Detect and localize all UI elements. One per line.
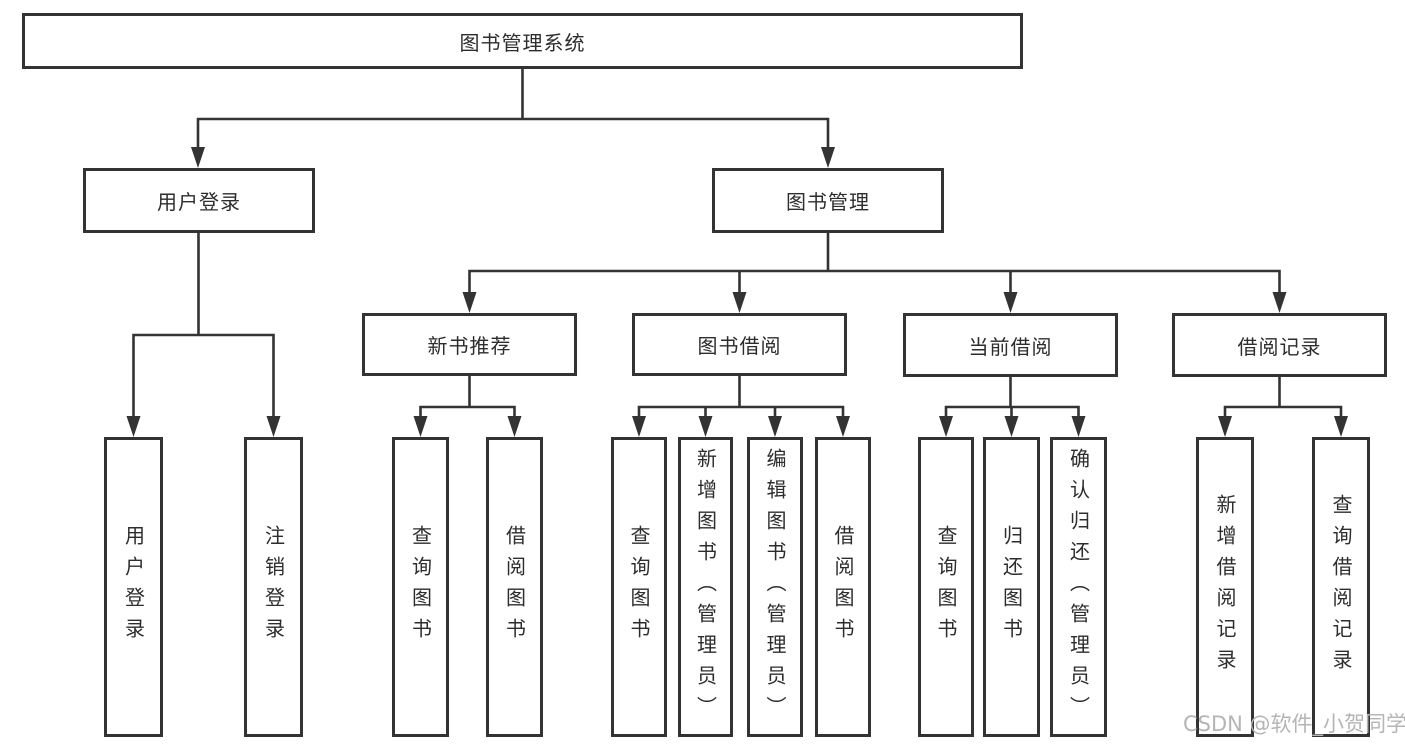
node-root: 图书管理系统 [22,13,1023,69]
arrow-icon [191,147,205,168]
leaf-query-borrow-record: 查询借阅记录 [1312,437,1370,737]
arrow-icon [126,416,141,437]
arrow-icon [1004,416,1019,437]
node-book-management: 图书管理 [712,168,944,233]
leaf-label: 借阅图书 [831,525,855,649]
leaf-logout-login: 注销登录 [244,437,303,737]
arrow-icon [1272,292,1287,313]
csdn-watermark: CSDN @软件_小贺同学 [1183,712,1405,736]
node-user-login: 用户登录 [83,168,315,233]
leaf-label: 用户登录 [121,525,146,649]
leaf-return-books: 归还图书 [983,437,1040,737]
leaf-confirm-return-admin: 确认归还（管理员） [1050,437,1107,737]
arrow-icon [821,147,835,168]
leaf-borrow-books-borrow: 借阅图书 [815,437,871,737]
arrow-icon [836,416,850,437]
node-borrow-records: 借阅记录 [1172,313,1387,377]
leaf-query-books-borrow: 查询图书 [611,437,667,737]
arrow-icon [1071,416,1086,437]
leaf-add-borrow-record: 新增借阅记录 [1196,437,1254,737]
arrow-icon [939,416,953,437]
arrowheads [126,147,1348,437]
arrow-icon [1003,292,1018,313]
leaf-user-login: 用户登录 [104,437,163,737]
leaf-label: 新增借阅记录 [1213,494,1237,680]
connector-user-login-children [132,229,275,421]
node-current-borrow: 当前借阅 [903,313,1118,377]
arrow-icon [266,416,281,437]
arrow-icon [768,416,782,437]
arrow-icon [1334,416,1348,437]
connector-root-to-level1 [196,65,830,152]
arrow-icon [732,292,747,313]
leaf-label: 注销登录 [261,525,286,649]
arrow-icon [698,416,713,437]
arrow-icon [413,416,428,437]
leaf-label: 借阅图书 [502,525,527,649]
node-book-borrow: 图书借阅 [632,313,847,376]
leaf-label: 查询图书 [934,525,958,649]
leaf-label: 查询图书 [408,525,433,649]
connector-book-borrow-children [637,372,845,421]
connector-book-management-children [468,229,1281,297]
leaf-label: 查询图书 [627,525,651,649]
leaf-add-book-admin: 新增图书（管理员） [678,437,733,737]
leaf-label: 查询借阅记录 [1329,494,1353,680]
arrow-icon [462,292,477,313]
arrow-icon [1218,416,1232,437]
arrow-icon [507,416,522,437]
leaf-borrow-books-recommend: 借阅图书 [486,437,543,737]
leaf-query-books-current: 查询图书 [918,437,974,737]
connector-borrow-records-children [1223,373,1343,421]
leaf-label: 编辑图书（管理员） [763,447,787,727]
leaf-label: 新增图书（管理员） [693,447,718,727]
node-new-book-recommend: 新书推荐 [362,313,577,376]
connector-new-book-recommend-children [419,372,516,421]
leaf-label: 归还图书 [999,525,1024,649]
leaf-edit-book-admin: 编辑图书（管理员） [747,437,803,737]
arrow-icon [632,416,646,437]
leaf-label: 确认归还（管理员） [1066,447,1091,727]
leaf-query-books-recommend: 查询图书 [392,437,449,737]
connector-current-borrow-children [944,373,1080,421]
